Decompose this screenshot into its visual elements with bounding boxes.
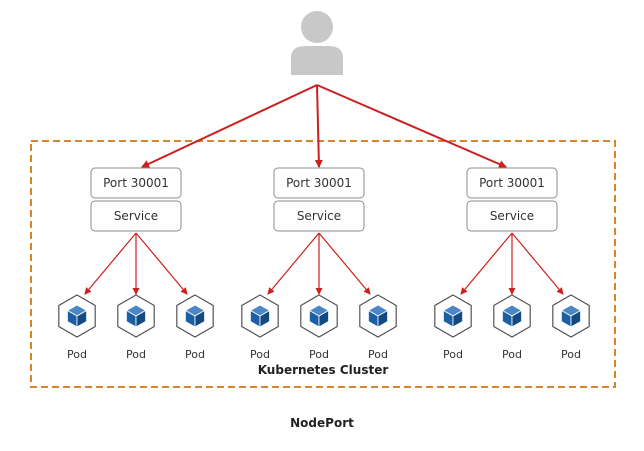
service-label: Service bbox=[297, 209, 341, 223]
port-box bbox=[273, 167, 365, 199]
pod: Pod bbox=[58, 294, 96, 361]
service-to-pod-arrow bbox=[84, 232, 137, 295]
service-box bbox=[273, 200, 365, 232]
cube-icon bbox=[125, 304, 147, 328]
port-box bbox=[466, 167, 558, 199]
cube-icon bbox=[560, 304, 582, 328]
service-to-pod-arrow bbox=[511, 232, 564, 295]
service-label: Service bbox=[490, 209, 534, 223]
user-arrow-3 bbox=[316, 84, 507, 168]
port-label: Port 30001 bbox=[103, 176, 169, 190]
cube-icon bbox=[249, 304, 271, 328]
cube-icon bbox=[367, 304, 389, 328]
pod: Pod bbox=[117, 294, 155, 361]
user-icon bbox=[291, 11, 343, 75]
cube-icon bbox=[66, 304, 88, 328]
pod: Pod bbox=[493, 294, 531, 361]
cluster-label: Kubernetes Cluster bbox=[258, 363, 389, 377]
user-arrow-2 bbox=[314, 84, 323, 168]
diagram-caption: NodePort bbox=[290, 416, 354, 430]
service-to-pod-arrow bbox=[135, 232, 188, 295]
pod-label: Pod bbox=[309, 348, 329, 361]
port-label: Port 30001 bbox=[286, 176, 352, 190]
pod-label: Pod bbox=[250, 348, 270, 361]
pod: Pod bbox=[300, 294, 338, 361]
cube-icon bbox=[501, 304, 523, 328]
pod-label: Pod bbox=[368, 348, 388, 361]
pod-label: Pod bbox=[443, 348, 463, 361]
service-box bbox=[466, 200, 558, 232]
pod: Pod bbox=[359, 294, 397, 361]
pod-label: Pod bbox=[126, 348, 146, 361]
pod: Pod bbox=[241, 294, 279, 361]
cube-icon bbox=[308, 304, 330, 328]
service-label: Service bbox=[114, 209, 158, 223]
service-to-pod-arrow bbox=[267, 232, 320, 295]
service-to-pod-arrow bbox=[460, 232, 513, 295]
service-to-pod-arrow bbox=[318, 232, 371, 295]
port-label: Port 30001 bbox=[479, 176, 545, 190]
pod-label: Pod bbox=[561, 348, 581, 361]
cube-icon bbox=[184, 304, 206, 328]
user-arrow-1 bbox=[141, 84, 318, 168]
pod-label: Pod bbox=[502, 348, 522, 361]
cube-icon bbox=[442, 304, 464, 328]
pod: Pod bbox=[552, 294, 590, 361]
pod-label: Pod bbox=[185, 348, 205, 361]
kubernetes-cluster-boundary bbox=[30, 140, 616, 388]
pod-label: Pod bbox=[67, 348, 87, 361]
pod: Pod bbox=[176, 294, 214, 361]
user-to-port-arrows bbox=[141, 84, 507, 168]
port-box bbox=[90, 167, 182, 199]
pod: Pod bbox=[434, 294, 472, 361]
service-box bbox=[90, 200, 182, 232]
